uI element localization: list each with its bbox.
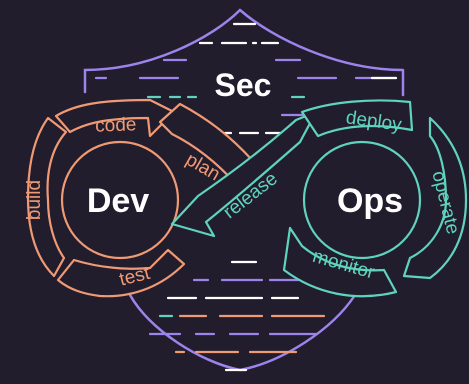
shield-outline [83, 8, 405, 372]
dev-label: Dev [87, 182, 149, 220]
ops-operate-arrow [402, 116, 468, 280]
shield-label: Sec [215, 67, 272, 103]
ops-label: Ops [337, 182, 403, 220]
ops-loop [170, 99, 468, 298]
dev-step-build: build [24, 180, 45, 220]
ops-release-arrow [170, 110, 318, 238]
dev-build-arrow [26, 116, 68, 278]
dev-loop [26, 98, 254, 298]
ops-deploy-arrow [300, 99, 414, 138]
ops-monitor-arrow [282, 226, 398, 298]
dev-test-arrow [56, 248, 186, 298]
dev-step-code: code [95, 114, 137, 136]
